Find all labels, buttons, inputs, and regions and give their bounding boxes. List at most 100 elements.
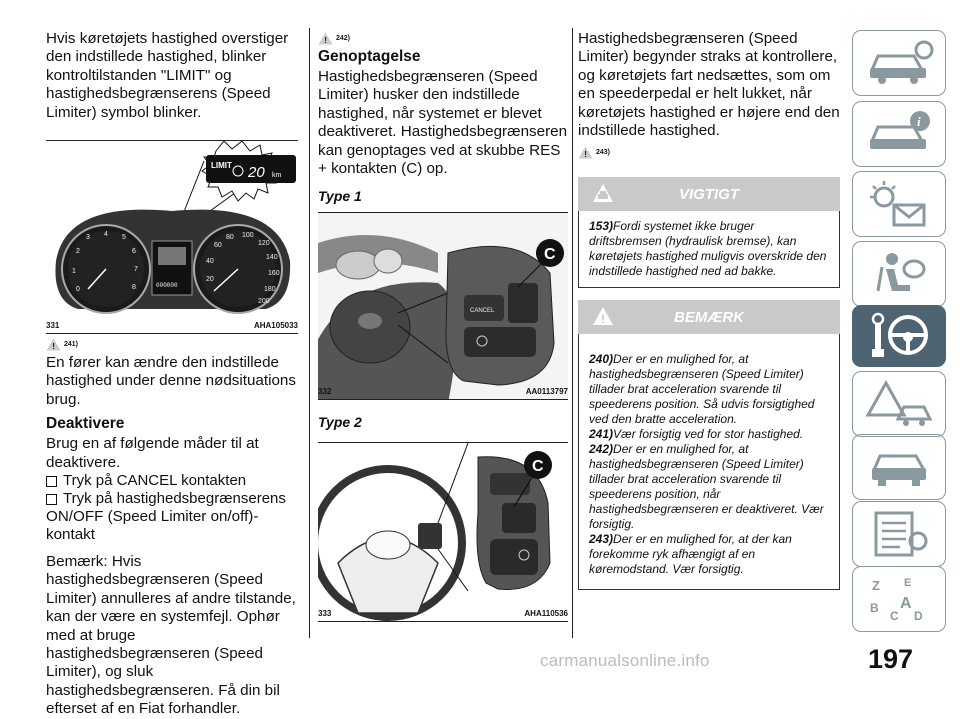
car-warning-icon — [593, 184, 613, 203]
odometer: 000000 — [156, 282, 178, 289]
figure-333: C 333 AHA110536 — [310, 442, 568, 623]
warning-ref-242: ! 242) — [318, 32, 568, 45]
tab-service[interactable] — [852, 434, 946, 500]
caution-notice-header: ! BEMÆRK — [578, 300, 840, 335]
figure-331-number: 331 — [46, 321, 60, 331]
svg-text:!: ! — [52, 342, 55, 351]
tab-car-dashboard[interactable] — [852, 30, 946, 96]
notice-item: 242)Der er en mulighed for, at hastighed… — [589, 442, 824, 532]
svg-text:i: i — [917, 114, 921, 129]
speed-display: 20 — [247, 164, 265, 181]
figure-332-number: 332 — [318, 387, 332, 397]
car-service-icon — [871, 454, 927, 486]
column-2: ! 242) Genoptagelse Hastighedsbegrænsere… — [298, 32, 568, 626]
important-notice-header: VIGTIGT — [578, 177, 840, 212]
tab-lights-messages[interactable] — [852, 171, 946, 237]
instrument-cluster-illustration: LIMIT 20 km 3 4 5 6 2 1 7 0 8 80 100 120 — [55, 140, 296, 315]
steering-wheel-switch-illustration-type1: CANCEL C — [298, 213, 568, 404]
heading-type-2: Type 2 — [318, 414, 362, 431]
list-item: Tryk på hastighedsbegrænserens — [46, 490, 298, 508]
warning-ref-241: ! 241) — [46, 338, 298, 351]
notice-item: 240)Der er en mulighed for, at hastighed… — [589, 352, 815, 427]
svg-text:200: 200 — [258, 298, 270, 305]
svg-text:40: 40 — [206, 258, 214, 265]
cancel-switch-label: CANCEL — [470, 308, 495, 314]
column-3: Hastighedsbegrænseren (Speed Limiter) be… — [578, 30, 840, 591]
notice-item: 153)Fordi systemet ikke bruger driftsbre… — [589, 219, 827, 279]
svg-text:4: 4 — [104, 231, 108, 238]
paragraph-deactivate-ways: Brug en af følgende måder til at deaktiv… — [46, 435, 259, 471]
notice-item: 243)Der er en mulighed for, at der kan f… — [589, 532, 792, 577]
svg-text:100: 100 — [242, 232, 254, 239]
paragraph-resume: Hastighedsbegrænseren (Speed Limiter) hu… — [318, 68, 568, 178]
svg-text:A: A — [900, 595, 912, 612]
caution-notice-body: 240)Der er en mulighed for, at hastighed… — [578, 334, 840, 591]
column-rule-1 — [309, 28, 310, 638]
heading-genoptagelse: Genoptagelse — [318, 48, 421, 65]
tab-car-info[interactable]: i — [852, 101, 946, 167]
important-notice: VIGTIGT 153)Fordi systemet ikke bruger d… — [578, 177, 840, 289]
warning-triangle-icon: ! — [318, 32, 333, 45]
svg-text:2: 2 — [76, 248, 80, 255]
warning-car-icon — [865, 379, 933, 426]
figure-332: CANCEL C 332 AA0113797 — [298, 212, 568, 404]
key-steering-wheel-icon — [871, 312, 928, 357]
important-notice-body: 153)Fordi systemet ikke bruger driftsbre… — [578, 211, 840, 289]
tab-safety[interactable] — [852, 241, 946, 307]
caution-notice-title: BEMÆRK — [674, 308, 744, 326]
heading-type-1: Type 1 — [318, 188, 362, 205]
caution-notice: ! BEMÆRK 240)Der er en mulighed for, at … — [578, 300, 840, 591]
car-info-icon: i — [869, 111, 930, 149]
intro-paragraph: Hvis køretøjets hastighed overstiger den… — [46, 30, 289, 121]
svg-text:D: D — [914, 609, 923, 623]
figure-333-code: AHA110536 — [524, 609, 568, 619]
svg-text:7: 7 — [134, 266, 138, 273]
svg-text:Z: Z — [872, 578, 880, 593]
svg-text:!: ! — [324, 36, 327, 45]
svg-text:160: 160 — [268, 270, 280, 277]
svg-text:80: 80 — [226, 234, 234, 241]
svg-text:E: E — [904, 577, 911, 589]
svg-text:120: 120 — [258, 240, 270, 247]
figure-331-code: AHA105033 — [253, 321, 298, 331]
lights-message-icon — [870, 181, 926, 227]
svg-text:180: 180 — [264, 286, 276, 293]
svg-text:!: ! — [601, 312, 605, 326]
checkbox-bullet-icon — [46, 494, 57, 506]
warning-triangle-icon: ! — [593, 307, 613, 326]
speed-unit: km — [272, 172, 282, 179]
tab-specifications[interactable] — [852, 501, 946, 567]
svg-text:20: 20 — [206, 276, 214, 283]
figure-331: LIMIT 20 km 3 4 5 6 2 1 7 0 8 80 100 120 — [46, 140, 298, 335]
tab-starting-driving[interactable] — [852, 305, 946, 367]
watermark: carmanualsonline.info — [540, 651, 710, 670]
heading-deaktivere: Deaktivere — [46, 415, 125, 433]
label-c: C — [532, 458, 544, 475]
index-alphabet-icon: Z E BC DA — [870, 577, 923, 623]
svg-text:6: 6 — [132, 248, 136, 255]
label-c: C — [544, 246, 556, 263]
warning-triangle-icon: ! — [578, 146, 593, 159]
warning-triangle-icon: ! — [46, 338, 61, 351]
svg-text:3: 3 — [86, 234, 90, 241]
notice-item: 241)Vær forsigtig ved for stor hastighed… — [589, 427, 804, 442]
page-number: 197 — [868, 644, 914, 674]
svg-text:0: 0 — [76, 286, 80, 293]
checkbox-bullet-icon — [46, 476, 57, 488]
paragraph-change-speed: En fører kan ændre den indstillede hasti… — [46, 354, 296, 408]
specifications-list-icon — [874, 511, 928, 557]
svg-text:5: 5 — [122, 234, 126, 241]
car-dashboard-icon — [869, 40, 934, 84]
svg-text:C: C — [890, 609, 899, 623]
svg-text:60: 60 — [214, 242, 222, 249]
figure-332-code: AA0113797 — [525, 387, 568, 397]
column-rule-2 — [572, 28, 573, 638]
warning-ref-243: ! 243) — [578, 146, 840, 159]
paragraph-onoff-switch: ON/OFF (Speed Limiter on/off)-kontakt — [46, 508, 259, 544]
airbag-seat-icon — [876, 253, 926, 292]
list-item: Tryk på CANCEL kontakten — [46, 472, 298, 490]
tab-emergency[interactable] — [852, 371, 946, 437]
svg-text:B: B — [870, 601, 879, 615]
svg-text:140: 140 — [266, 254, 278, 261]
